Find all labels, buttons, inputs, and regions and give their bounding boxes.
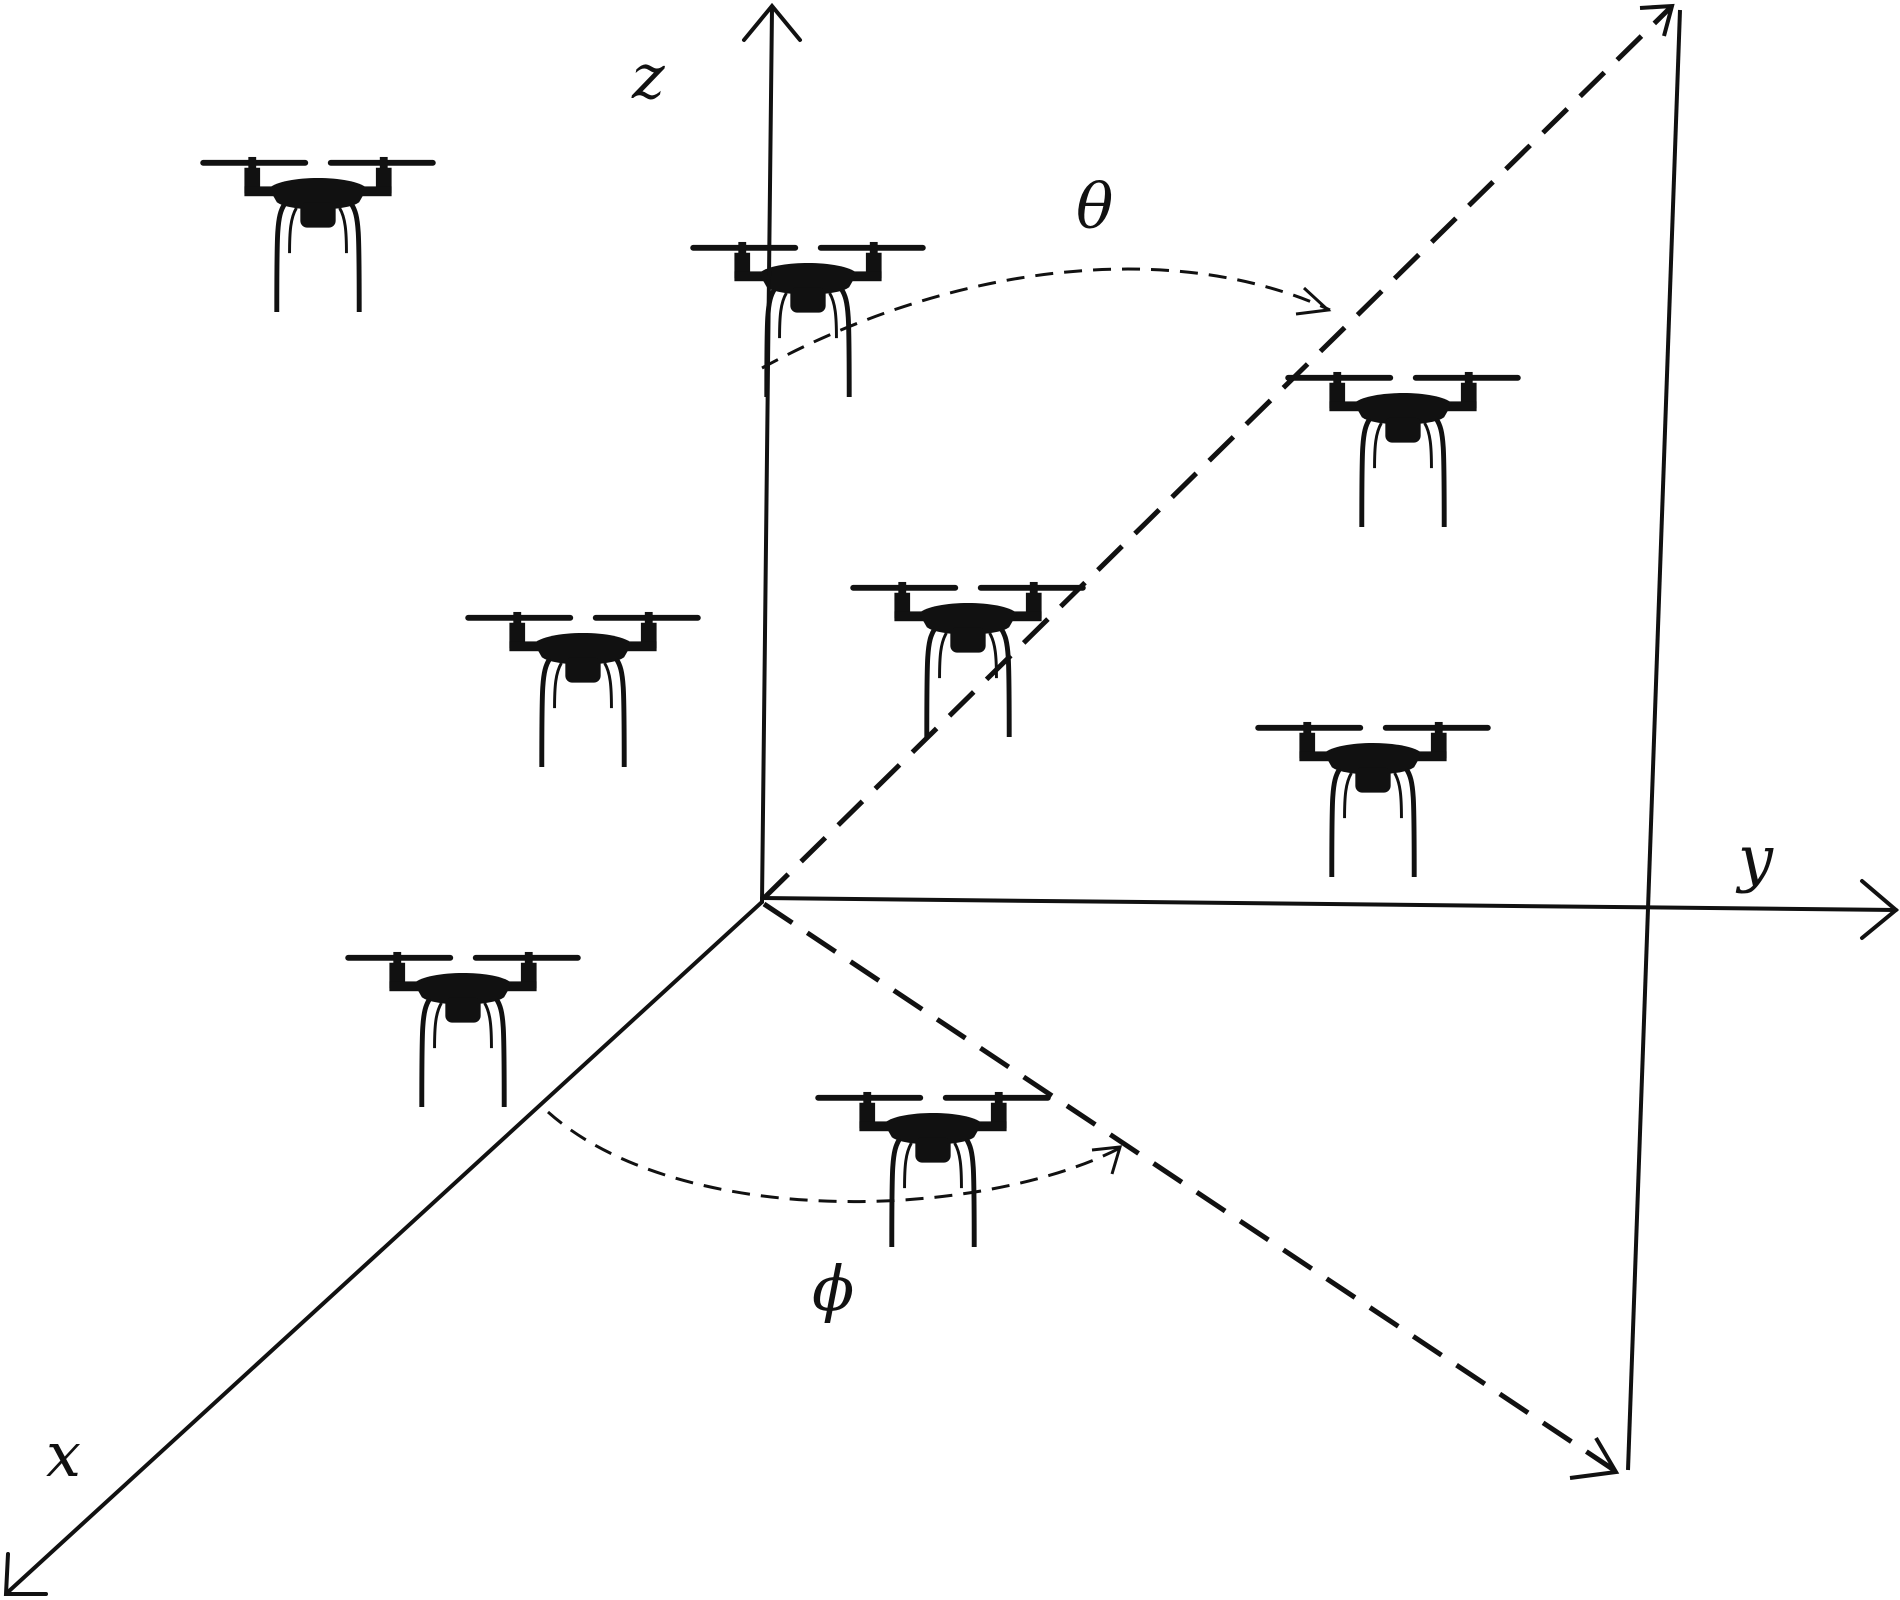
drone-icon	[850, 582, 1086, 737]
direction-vectors	[762, 3, 1675, 1480]
direction-vector-arrowhead	[1639, 3, 1675, 37]
z-axis-arrowhead	[742, 2, 802, 42]
plane-edge-line	[1626, 9, 1682, 1471]
axes	[3, 2, 1900, 1596]
projection-vector-dashed	[762, 901, 1616, 1473]
drone-icon	[1285, 372, 1521, 527]
x-axis-arrowhead	[3, 1552, 48, 1596]
drone-swarm	[200, 157, 1521, 1247]
theta-arc	[761, 267, 1331, 370]
theta-arc-arrowhead	[1295, 286, 1332, 316]
drone-icon	[200, 157, 436, 312]
theta-label: θ	[1076, 170, 1113, 243]
drone-icon	[815, 1092, 1051, 1247]
angle-arcs	[547, 267, 1332, 1204]
direction-vector-dashed	[762, 6, 1672, 900]
phi-arc	[547, 1110, 1121, 1204]
phi-label: ϕ	[812, 1252, 854, 1325]
phi-arc-arrowhead	[1091, 1145, 1123, 1175]
x-axis-line	[6, 900, 764, 1594]
drone-icon	[345, 952, 581, 1107]
y-axis-arrowhead	[1860, 879, 1900, 940]
z-axis-line	[760, 6, 774, 904]
drone-icon	[465, 612, 701, 767]
drone-icon	[1255, 722, 1491, 877]
projection-vector-arrowhead	[1569, 1436, 1620, 1480]
drone-icon	[690, 242, 926, 397]
x-axis-label: x	[46, 1418, 81, 1491]
y-axis-label: y	[1735, 822, 1774, 895]
z-axis-label: z	[631, 40, 665, 113]
y-axis-line	[760, 896, 1898, 912]
